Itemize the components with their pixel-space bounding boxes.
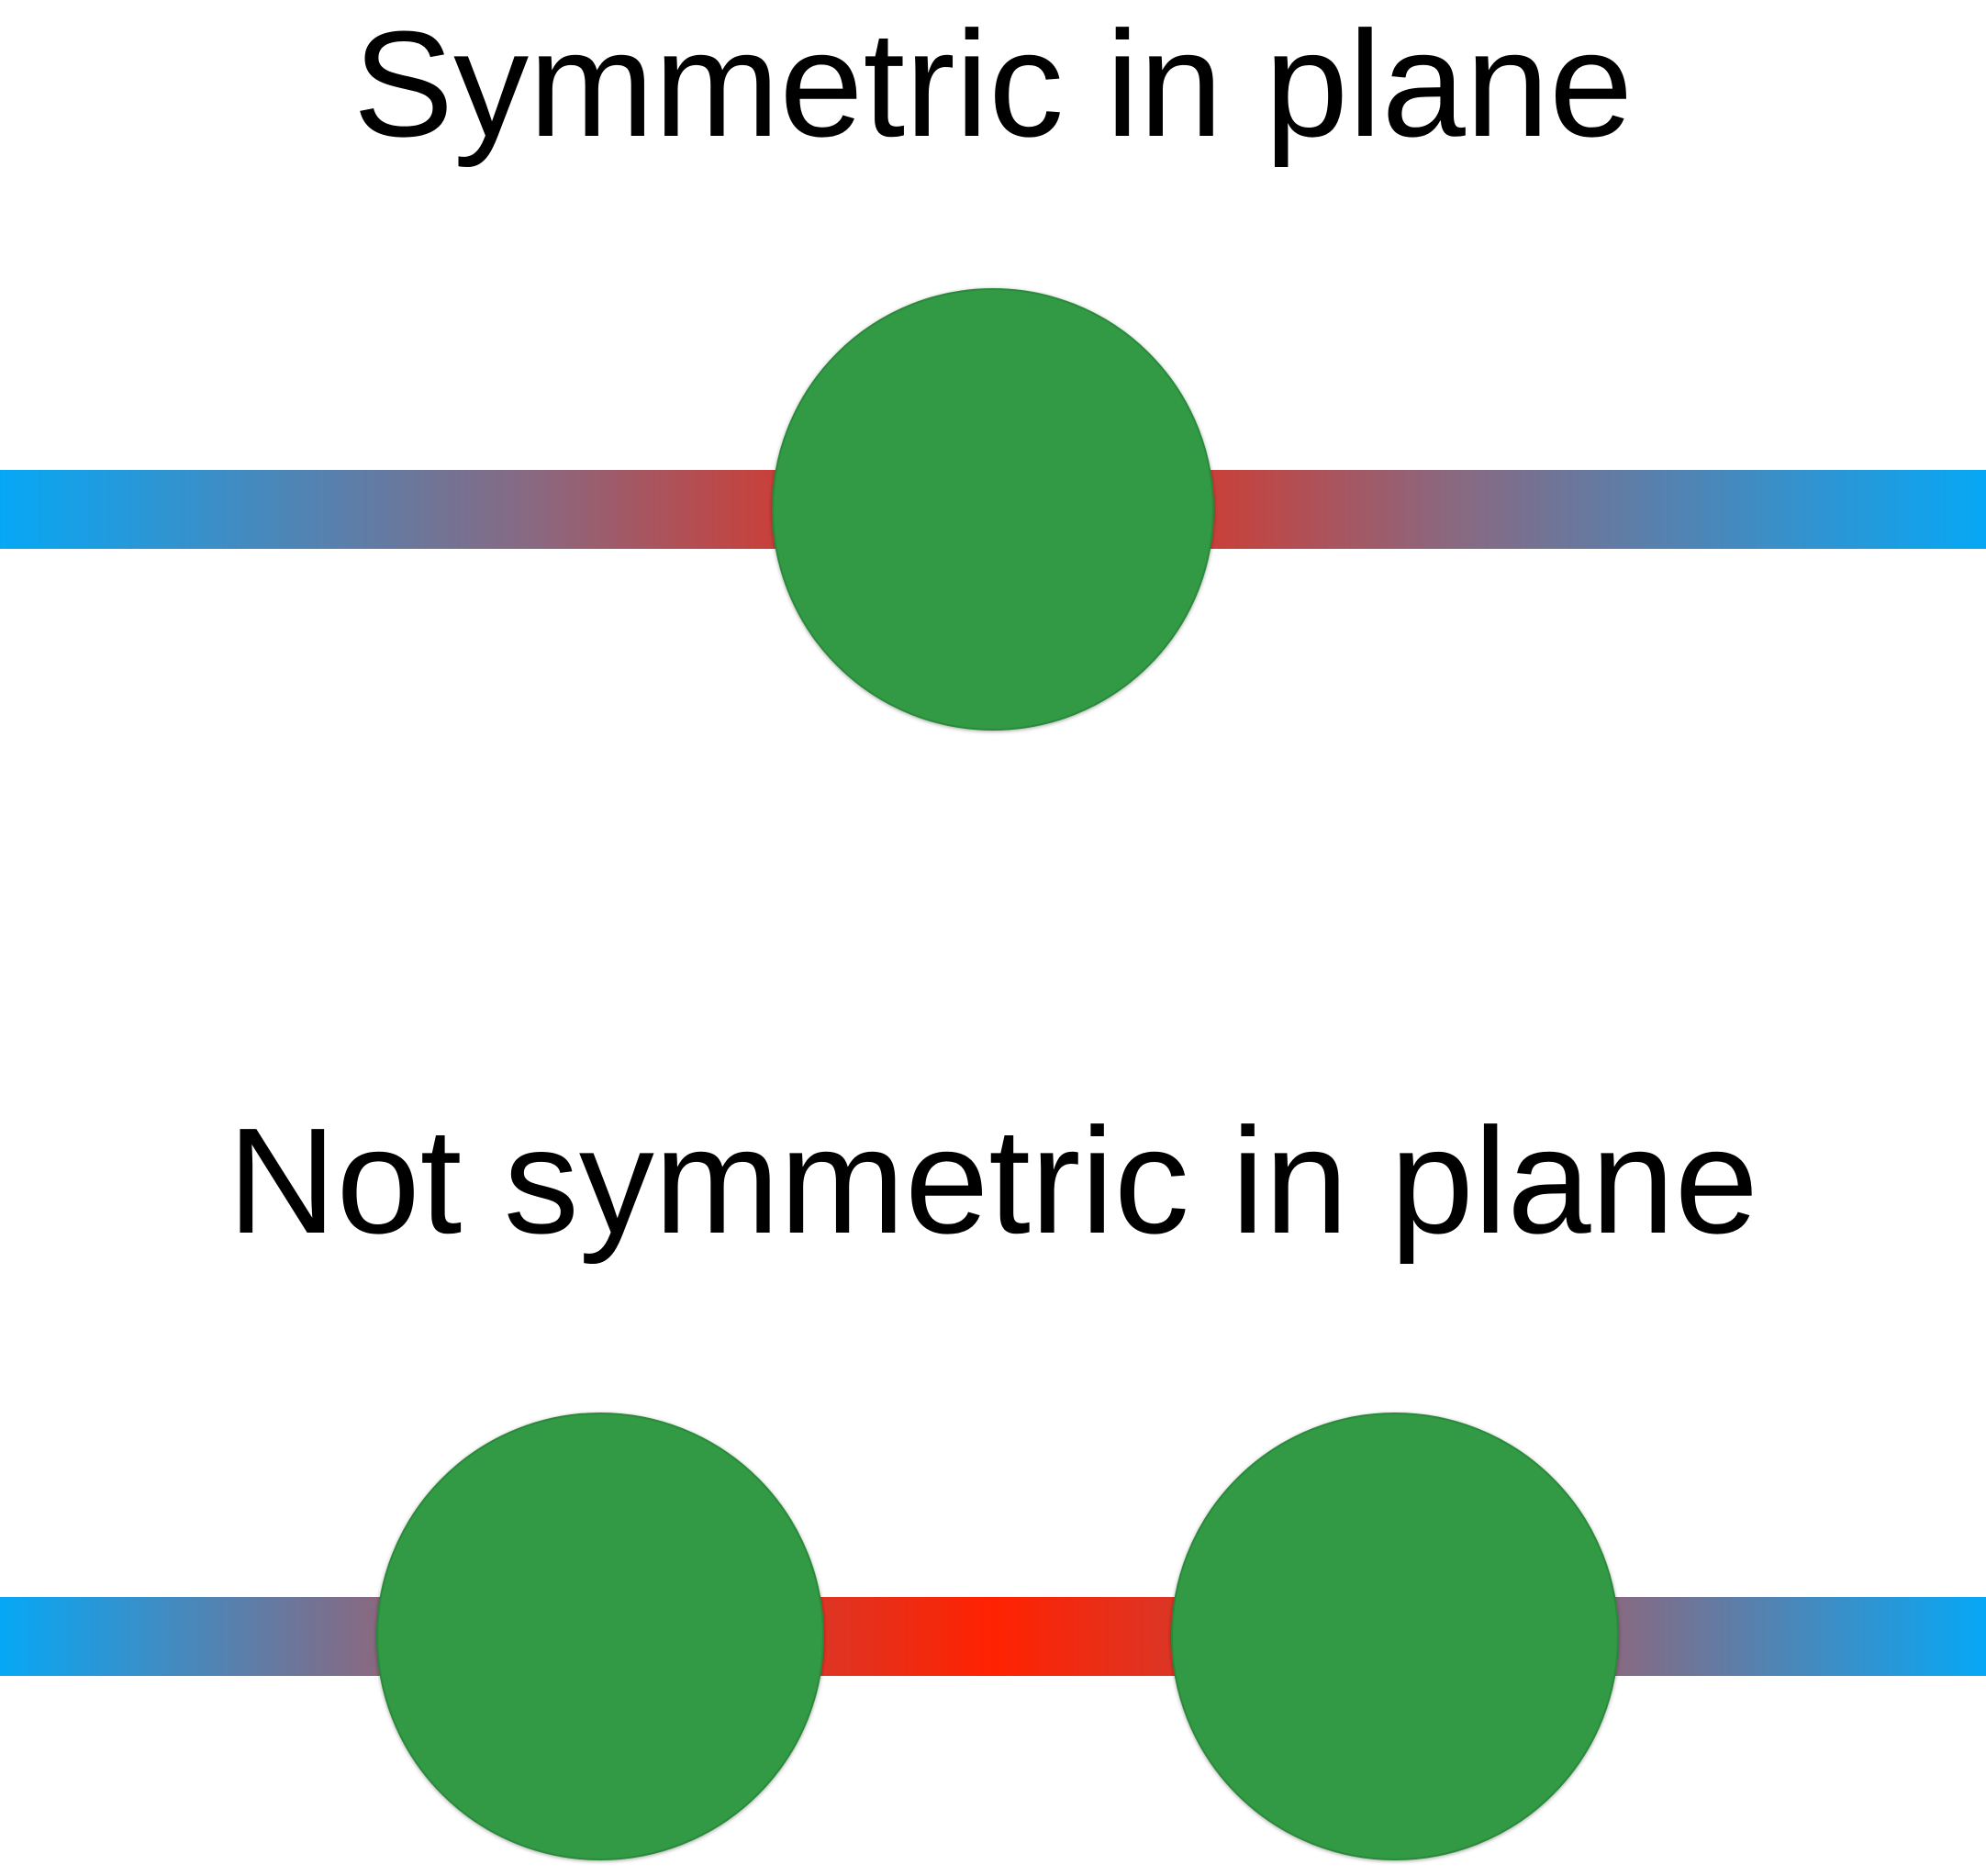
atom-bottom-left [376,1413,824,1860]
panel-symmetric [0,288,1986,731]
atom-bottom-right [1171,1413,1619,1860]
panel-title-not-symmetric: Not symmetric in plane [228,1097,1758,1265]
panel-title-symmetric: Symmetric in plane [352,0,1634,168]
field-line-bottom [0,1597,1986,1676]
atom-top-center [772,288,1214,731]
panel-not-symmetric [0,1413,1986,1860]
